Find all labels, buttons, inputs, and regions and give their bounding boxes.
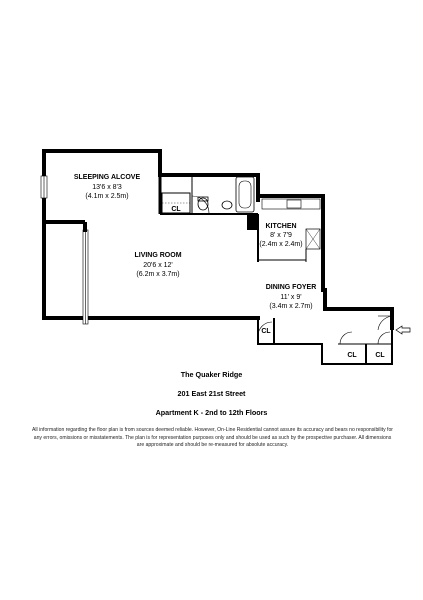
- living-room-metric: (6.2m x 3.7m): [136, 271, 179, 278]
- alcove-closet: [161, 192, 191, 214]
- disclaimer-text: All information regarding the floor plan…: [32, 427, 393, 449]
- kitchen-counter: [261, 198, 321, 210]
- alcove-window: [40, 175, 48, 199]
- closet-label-living: CL: [261, 328, 271, 335]
- living-room-bay-wall: [44, 220, 87, 232]
- label-dining-foyer: DINING FOYER 11' x 9' (3.4m x 2.7m): [266, 284, 317, 310]
- refrigerator: [305, 228, 321, 250]
- sleeping-alcove-name: SLEEPING ALCOVE: [74, 174, 141, 181]
- bathroom: [158, 175, 258, 215]
- dining-foyer-metric: (3.4m x 2.7m): [269, 303, 312, 310]
- label-kitchen: KITCHEN 8' x 7'9 (2.4m x 2.4m): [259, 223, 302, 248]
- kitchen-sink: [286, 199, 302, 209]
- dining-foyer-dims: 11' x 9': [280, 294, 301, 301]
- kitchen-dims: 8' x 7'9: [270, 232, 292, 239]
- kitchen-fixtures: [258, 198, 321, 262]
- entrance-arrow-icon: [395, 325, 411, 335]
- kitchen-metric: (2.4m x 2.4m): [259, 241, 302, 248]
- sleeping-alcove-metric: (4.1m x 2.5m): [85, 193, 128, 200]
- toilet: [197, 197, 209, 211]
- closet-label-alcove: CL: [171, 206, 181, 213]
- living-room-dims: 20'6 x 12': [143, 262, 173, 269]
- wall-column: [247, 214, 259, 230]
- label-living-room: LIVING ROOM 20'6 x 12' (6.2m x 3.7m): [134, 252, 181, 278]
- entry-closets: [257, 315, 393, 365]
- bath-sink: [221, 200, 233, 210]
- living-room-name: LIVING ROOM: [134, 252, 181, 259]
- building-address: 201 East 21st Street: [177, 389, 246, 398]
- building-name: The Quaker Ridge: [180, 370, 243, 379]
- living-room-window: [82, 229, 89, 325]
- kitchen-name: KITCHEN: [265, 223, 296, 230]
- apartment-line: Apartment K - 2nd to 12th Floors: [155, 408, 268, 417]
- bathtub: [235, 176, 255, 213]
- closet-label-hall-right: CL: [375, 352, 385, 359]
- sleeping-alcove-dims: 13'6 x 8'3: [92, 184, 122, 191]
- dining-foyer-name: DINING FOYER: [266, 284, 317, 291]
- closet-label-hall-left: CL: [347, 352, 357, 359]
- label-sleeping-alcove: SLEEPING ALCOVE 13'6 x 8'3 (4.1m x 2.5m): [74, 174, 141, 200]
